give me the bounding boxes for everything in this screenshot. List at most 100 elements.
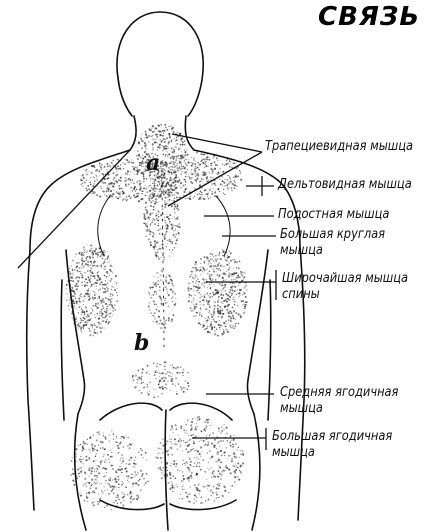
stipple-dot [140,138,142,140]
stipple-dot [93,305,94,306]
stipple-dot [135,375,137,377]
stipple-dot [199,465,201,467]
stipple-dot [218,488,219,489]
stipple-dot [201,315,203,317]
stipple-dot [203,304,205,306]
stipple-dot [143,181,145,183]
stipple-dot [165,139,166,140]
stipple-dot [79,277,80,278]
stipple-dot [90,275,92,277]
stipple-dot [188,286,189,287]
stipple-dot [145,223,147,225]
stipple-dot [245,305,246,306]
stipple-dot [158,196,160,198]
stipple-dot [83,328,84,329]
stipple-dot [218,262,220,264]
stipple-dot [140,182,142,184]
stipple-dot [100,255,102,257]
stipple-dot [156,241,158,243]
stipple-dot [138,142,140,144]
stipple-dot [208,159,210,161]
stipple-dot [164,369,165,370]
stipple-dot [83,300,84,301]
stipple-dot [229,251,230,252]
stipple-dot [100,327,101,328]
stipple-dot [207,434,208,435]
stipple-dot [80,293,82,295]
stipple-dot [229,311,231,313]
stipple-dot [212,432,214,434]
stipple-dot [233,317,235,319]
stipple-dot [192,277,193,278]
stipple-dot [150,190,151,191]
stipple-dot [200,469,202,471]
stipple-dot [149,219,150,220]
stipple-dot [81,277,82,278]
stipple-dot [202,271,203,272]
stipple-dot [155,195,156,196]
stipple-dot [157,124,159,126]
stipple-dot [86,189,88,191]
stipple-dot [101,302,103,304]
stipple-dot [184,149,185,150]
stipple-dot [207,326,208,327]
stipple-dot [140,448,142,450]
stipple-dot [166,166,167,167]
stipple-dot [122,492,124,494]
stipple-dot [90,451,91,452]
stipple-dot [152,194,154,196]
stipple-dot [86,278,88,280]
stipple-dot [172,427,173,428]
stipple-dot [180,173,182,175]
stipple-dot [108,191,109,192]
stipple-dot [95,303,97,305]
stipple-dot [227,264,229,266]
stipple-dot [121,463,122,464]
stipple-dot [196,312,198,314]
stipple-dot [159,319,161,321]
stipple-dot [136,181,138,183]
stipple-dot [87,439,88,440]
stipple-dot [179,162,181,164]
stipple-dot [146,460,147,461]
stipple-dot [111,298,112,299]
stipple-dot [202,451,203,452]
stipple-dot [152,220,154,222]
stipple-dot [86,188,88,190]
stipple-dot [231,273,233,275]
stipple-dot [226,427,228,429]
stipple-dot [72,269,74,271]
stipple-dot [223,192,224,193]
stipple-dot [157,453,158,454]
stipple-dot [82,277,83,278]
stipple-dot [120,177,122,179]
stipple-dot [95,475,97,477]
stipple-dot [94,329,95,330]
stipple-dot [110,509,112,511]
stipple-dot [207,154,208,155]
stipple-dot [84,272,85,273]
stipple-dot [87,245,88,246]
stipple-dot [71,460,73,462]
stipple-dot [227,294,229,296]
stipple-dot [152,183,153,184]
stipple-dot [209,274,210,275]
stipple-dot [97,169,99,171]
stipple-dot [206,177,208,179]
stipple-dot [239,289,241,291]
stipple-dot [82,260,83,261]
stipple-dot [183,478,185,480]
stipple-dot [167,454,169,456]
stipple-dot [94,492,95,493]
stipple-dot [89,467,91,469]
stipple-dot [235,463,236,464]
stipple-dot [96,194,98,196]
stipple-dot [198,169,200,171]
stipple-dot [182,480,184,482]
stipple-dot [93,323,94,324]
stipple-dot [172,383,174,385]
stipple-dot [185,492,187,494]
stipple-dot [172,161,174,163]
stipple-dot [162,171,164,173]
stipple-dot [91,470,93,472]
